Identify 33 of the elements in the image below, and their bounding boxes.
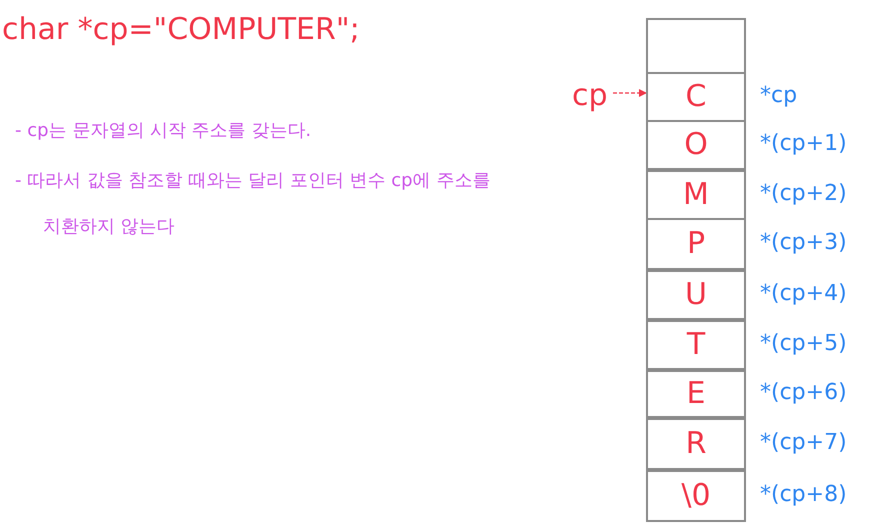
memory-cell <box>646 218 746 270</box>
memory-cell <box>646 270 746 320</box>
character: \0 <box>681 481 711 511</box>
dereference-expression: *(cp+1) <box>760 131 847 156</box>
arrow <box>613 89 647 97</box>
character: O <box>684 130 708 160</box>
dereference-expression: *(cp+3) <box>760 230 847 255</box>
memory-cell <box>646 370 746 418</box>
dereference-expression: *(cp+6) <box>760 380 847 405</box>
character: R <box>686 429 706 459</box>
empty-memory-cell <box>646 18 746 74</box>
memory-cell <box>646 320 746 370</box>
pointer-variable: cp <box>572 78 608 113</box>
memory-cell <box>646 470 746 522</box>
dereference-expression: *(cp+8) <box>760 482 847 507</box>
character: P <box>686 229 706 259</box>
dereference-expression: *(cp+7) <box>760 430 847 455</box>
memory-cell <box>646 170 746 220</box>
note-text: - cp는 문자열의 시작 주소를 갖는다. <box>15 119 312 143</box>
dereference-expression: *(cp+2) <box>760 181 847 206</box>
character: E <box>686 379 706 409</box>
memory-cell <box>646 120 746 170</box>
memory-cell <box>646 72 746 122</box>
dereference-expression: *(cp+5) <box>760 331 847 356</box>
character: C <box>686 82 706 112</box>
note-text: - 따라서 값을 참조할 때와는 달리 포인터 변수 cp에 주소를 치환하지 않는다 <box>15 169 492 239</box>
character: U <box>685 280 707 310</box>
dereference-expression: *(cp+4) <box>760 281 847 306</box>
memory-cell <box>646 418 746 470</box>
character: M <box>683 180 709 210</box>
code-heading: char *cp="COMPUTER"; <box>2 12 360 47</box>
dereference-expression: *cp <box>760 83 798 108</box>
character: T <box>686 330 706 360</box>
